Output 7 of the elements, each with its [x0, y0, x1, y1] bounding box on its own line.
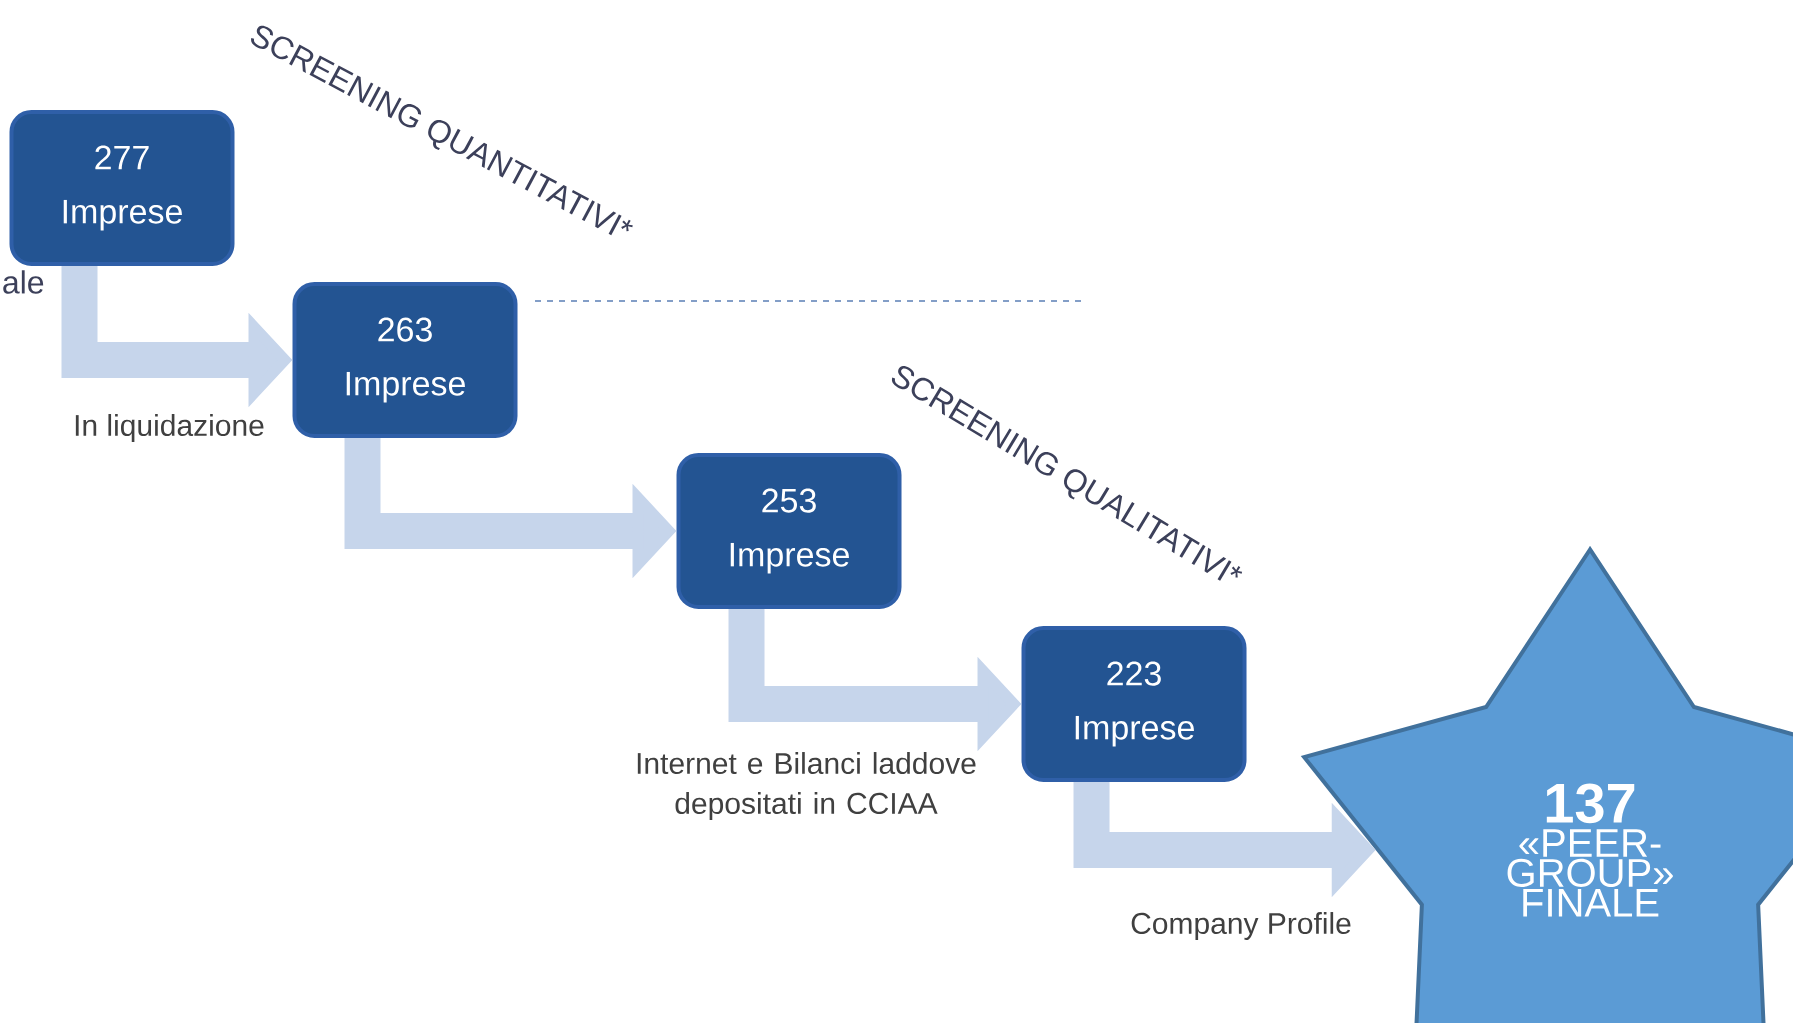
process-box: 253 Imprese	[676, 453, 902, 609]
process-box: 263 Imprese	[292, 282, 518, 438]
edge-label: In liquidazione	[75, 414, 264, 442]
process-box: 223 Imprese	[1021, 626, 1247, 782]
edge-label: Internet e Bilanci laddove depositati in CCIAA	[637, 752, 976, 820]
process-box: 277 Imprese	[9, 110, 235, 266]
annotation-text: ale	[3, 270, 44, 294]
